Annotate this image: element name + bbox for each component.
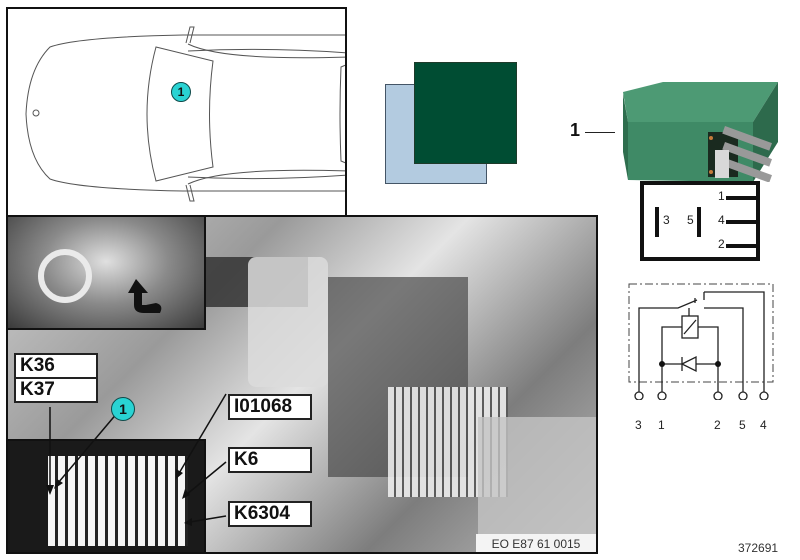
main-engine-bay-photo: rotate-arrow-icon K36 K37 1 I01068 K6 K6… bbox=[6, 215, 598, 554]
dashboard-inset: rotate-arrow-icon bbox=[8, 217, 206, 330]
label-k6304: K6304 bbox=[228, 501, 312, 527]
fusebox-inset-fuses bbox=[48, 456, 188, 546]
pin-1-bar bbox=[726, 196, 756, 200]
pin-5-label: 5 bbox=[687, 213, 694, 227]
steering-wheel-icon bbox=[38, 249, 92, 303]
image-number: 372691 bbox=[738, 541, 779, 555]
label-k37: K37 bbox=[14, 377, 98, 403]
terminal-3-label: 3 bbox=[635, 418, 642, 432]
relay-callout-label: 1 bbox=[570, 120, 581, 140]
relay-schematic: 3 1 2 5 4 bbox=[620, 280, 790, 432]
callout-1-photo: 1 bbox=[111, 397, 135, 421]
pin-layout-box: 3 5 1 4 2 bbox=[640, 181, 760, 261]
label-i01068: I01068 bbox=[228, 394, 312, 420]
label-k36: K36 bbox=[14, 353, 98, 379]
pin-5-bar bbox=[697, 207, 701, 237]
terminal-1-label: 1 bbox=[658, 418, 665, 432]
label-k6: K6 bbox=[228, 447, 312, 473]
terminal-4-label: 4 bbox=[760, 418, 767, 432]
pin-4-label: 4 bbox=[718, 213, 725, 227]
photo-detail-bracket bbox=[248, 257, 328, 387]
photo-detail-light-area bbox=[478, 417, 596, 547]
terminal-2-label: 2 bbox=[714, 418, 721, 432]
callout-1-car: 1 bbox=[171, 82, 191, 102]
color-legend-front-square bbox=[414, 62, 517, 164]
pin-1-label: 1 bbox=[718, 189, 725, 203]
fusebox-inset bbox=[8, 439, 206, 552]
reference-code: EO E87 61 0015 bbox=[476, 534, 596, 552]
pin-4-bar bbox=[726, 220, 756, 224]
pin-3-label: 3 bbox=[663, 213, 670, 227]
car-top-view-frame: 1 bbox=[6, 7, 347, 217]
relay-callout-line bbox=[585, 132, 615, 133]
leader-lines bbox=[46, 393, 227, 526]
pin-2-bar bbox=[726, 244, 756, 248]
pin-3-bar bbox=[655, 207, 659, 237]
relay-image bbox=[613, 82, 783, 183]
car-outline-icon bbox=[25, 26, 345, 202]
pin-2-label: 2 bbox=[718, 237, 725, 251]
terminal-5-label: 5 bbox=[739, 418, 746, 432]
rotate-arrow-icon-glyph bbox=[128, 279, 162, 313]
